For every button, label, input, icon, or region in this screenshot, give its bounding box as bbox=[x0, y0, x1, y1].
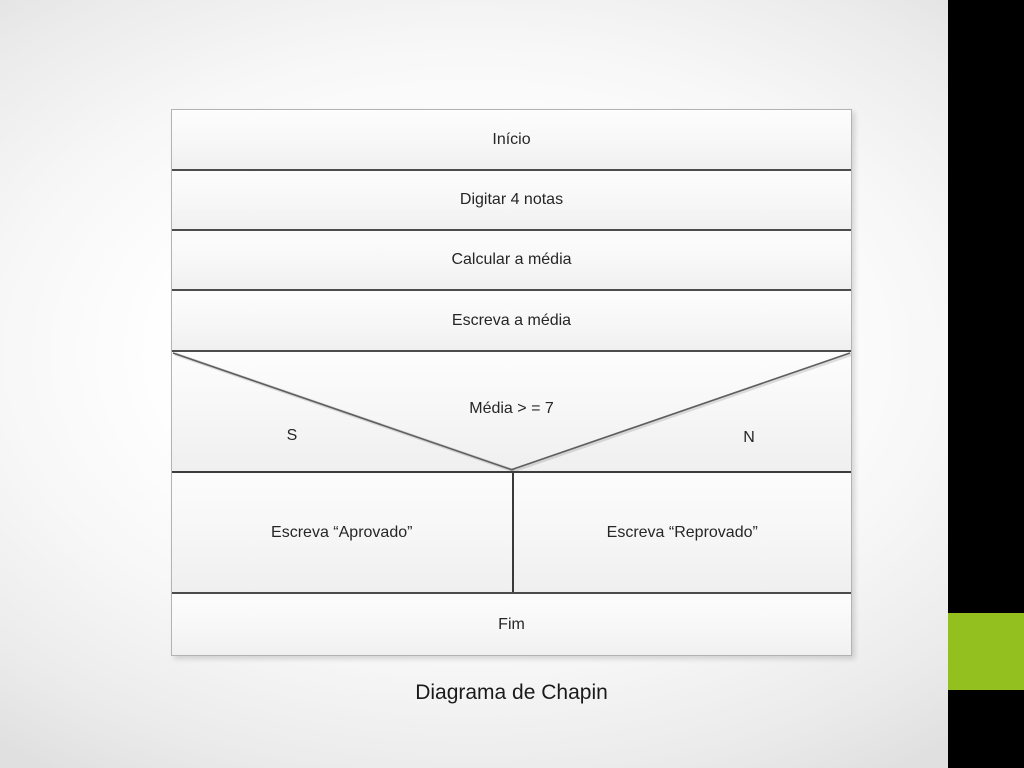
row-label-fim: Fim bbox=[498, 615, 525, 633]
diagram-row-inicio: Início bbox=[172, 110, 851, 171]
row-label-escreva-media: Escreva a média bbox=[451, 311, 572, 329]
branch-aprovado: Escreva “Aprovado” bbox=[172, 473, 512, 592]
row-label-inicio: Início bbox=[492, 130, 531, 148]
decision-yes-label: S bbox=[286, 427, 298, 444]
decision-block: Média > = 7 S N bbox=[172, 352, 851, 473]
diagram-row-digitar-notas: Digitar 4 notas bbox=[172, 171, 851, 231]
row-label-calcular-media: Calcular a média bbox=[451, 251, 572, 268]
branches-row: Escreva “Aprovado” Escreva “Reprovado” bbox=[172, 473, 851, 594]
branch-reprovado-label: Escreva “Reprovado” bbox=[606, 523, 758, 541]
diagram-caption: Diagrama de Chapin bbox=[415, 681, 608, 704]
decision-condition-label: Média > = 7 bbox=[469, 400, 554, 417]
decision-no-label: N bbox=[743, 429, 755, 446]
diagram-row-escreva-media: Escreva a média bbox=[172, 291, 851, 352]
branch-aprovado-label: Escreva “Aprovado” bbox=[271, 523, 413, 541]
accent-sidebar bbox=[948, 0, 1024, 768]
branch-reprovado: Escreva “Reprovado” bbox=[511, 473, 851, 592]
chapin-diagram: Início Digitar 4 notas Calcular a média … bbox=[171, 109, 852, 656]
accent-green-square bbox=[948, 613, 1024, 690]
diagram-row-calcular-media: Calcular a média bbox=[172, 231, 851, 291]
row-label-digitar-notas: Digitar 4 notas bbox=[459, 191, 564, 208]
decision-diagonal-lines bbox=[172, 352, 851, 471]
diagram-row-fim: Fim bbox=[172, 594, 851, 655]
